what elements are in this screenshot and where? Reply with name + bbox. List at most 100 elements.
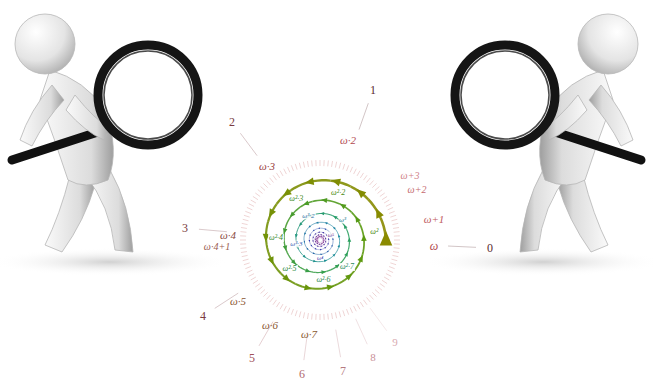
arrowhead [306,248,308,250]
tick-mark [382,280,387,283]
tick-mark [263,292,267,296]
leader-line [448,246,476,247]
tick-mark [247,270,252,272]
ordinal-label: ω²·4 [268,234,284,242]
tick-mark [249,204,254,207]
tick-mark [363,300,367,305]
spiral-arc [316,238,317,239]
spiral-arc [266,240,271,258]
arrowhead [357,255,362,262]
tick-mark [378,287,383,291]
spiral-arc [297,225,301,233]
tick-mark [343,310,345,316]
arrowhead [321,270,326,274]
arrowhead [332,254,335,257]
arrowhead [327,285,334,291]
arrowhead [327,251,329,253]
tick-mark [243,259,249,261]
spiral-arc [324,214,333,216]
ordinal-label: ω⁴ [316,255,324,261]
arrowhead [283,245,287,251]
arrowhead [282,274,290,281]
tick-mark [357,171,360,176]
tick-mark [307,161,309,167]
spiral-arc [317,228,321,230]
tick-mark [343,164,345,170]
spiral-arc [323,241,324,242]
spiral-arc [316,222,322,224]
tick-mark [240,240,246,241]
tick-mark [295,310,297,316]
ordinal-label: ω·4+1 [204,242,230,252]
spiral-arc [311,244,313,247]
spiral-arc [298,249,303,256]
tick-mark [287,167,289,172]
tick-mark [276,302,279,307]
ordinal-label: 2 [229,116,235,128]
arrowhead [320,249,322,251]
arrowhead [315,241,317,243]
tick-mark [299,163,301,169]
spiral-arc [340,204,352,212]
spiral-arc [319,249,322,250]
tick-mark [303,312,304,318]
tick-mark [266,181,270,185]
tick-mark [331,161,333,167]
arrowhead [338,235,340,238]
tick-mark [320,160,321,166]
spiral-arc [362,239,364,254]
arrowhead [315,238,317,240]
tick-mark [241,251,247,253]
arrowhead [310,234,312,236]
ordinal-label: ω² [369,228,379,236]
tick-mark [375,290,379,294]
tick-mark [311,160,313,166]
spiral-arc [326,200,340,204]
tick-mark [253,196,258,199]
tick-mark [320,314,321,320]
ordinal-label: 1 [370,84,376,96]
tick-mark [327,314,329,320]
spiral-arc [316,236,317,237]
arrowhead [269,208,276,217]
arrowhead [319,243,321,245]
tick-mark [378,190,383,194]
arrowhead [337,244,339,247]
tick-mark [253,280,258,283]
leader-line [359,103,368,129]
tick-mark [270,298,274,303]
tick-mark [255,283,260,287]
spiral-arc [315,245,317,246]
spiral-arc [318,232,321,233]
tick-mark [331,313,333,319]
tick-mark [240,243,246,244]
spiral-arc [310,234,311,238]
arrowhead [325,222,328,224]
tick-mark [380,283,385,287]
tick-mark [347,165,349,171]
tick-mark [393,251,399,253]
tick-mark [284,306,287,311]
tick-mark [390,215,396,217]
tick-mark [242,255,248,256]
spiral-arc [318,242,320,243]
arrowhead [313,229,315,231]
arrowhead [313,236,315,238]
tick-mark [266,295,270,299]
arrowhead [321,236,323,238]
tick-mark [242,223,248,224]
arrowhead [291,259,296,264]
tick-mark [327,160,329,166]
tick-mark [261,290,265,294]
ordinal-label: ω·2 [340,135,356,146]
tick-mark [370,295,374,299]
spiral-arc [322,239,323,241]
ordinal-label: 3 [182,222,188,234]
arrowhead [361,235,367,241]
tick-mark [386,204,391,207]
ordinal-label: ω²·6 [315,276,331,284]
tick-mark [249,274,254,277]
ordinal-label: 9 [392,337,398,348]
tick-mark [363,175,367,180]
tick-mark [245,267,251,269]
